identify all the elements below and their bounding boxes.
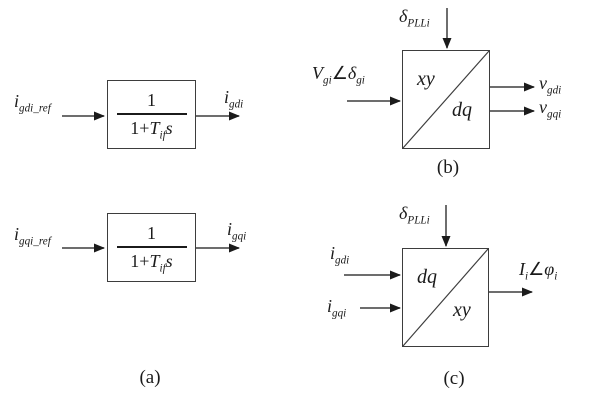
transfer-function-block-d: 1 1+Tifs [107, 80, 196, 149]
transfer-function-block-q: 1 1+Tifs [107, 213, 196, 282]
fraction-numerator: 1 [147, 223, 156, 244]
fraction-numerator: 1 [147, 90, 156, 111]
fraction-bar [116, 246, 187, 248]
fraction-denominator: 1+Tifs [130, 250, 173, 275]
label-igqi-input-c: igqi [327, 296, 347, 320]
transfer-function-fraction: 1 1+Tifs [108, 214, 195, 281]
transform-label-dq: dq [452, 99, 472, 121]
transform-label-dq: dq [417, 266, 437, 288]
transform-diagonal-line [403, 249, 488, 346]
label-delta-plli-c: δPLLi [399, 203, 430, 227]
fraction-bar [116, 113, 187, 115]
label-igqi-output: igqi [227, 219, 247, 243]
label-ii-angle-phii-output: Ii∠φi [519, 259, 558, 283]
caption-b: (b) [436, 157, 460, 178]
label-igdi-input-c: igdi [330, 243, 350, 267]
label-vgqi-output: vgqi [539, 97, 562, 121]
caption-a: (a) [139, 367, 161, 388]
caption-c: (c) [443, 368, 465, 389]
label-igdi-ref: igdi_ref [14, 91, 51, 115]
transform-label-xy: xy [417, 68, 435, 90]
transform-label-xy: xy [453, 299, 471, 321]
label-igqi-ref: igqi_ref [14, 224, 51, 248]
label-vgdi-output: vgdi [539, 73, 562, 97]
label-igdi-output: igdi [224, 87, 244, 111]
label-delta-plli-b: δPLLi [399, 6, 430, 30]
transform-block-dq2xy: dq xy [402, 248, 489, 347]
transfer-function-fraction: 1 1+Tifs [108, 81, 195, 148]
label-vgi-angle-deltagi: Vgi∠δgi [312, 63, 365, 87]
transform-diagonal-line [403, 51, 489, 148]
transform-block-xy2dq: xy dq [402, 50, 490, 149]
fraction-denominator: 1+Tifs [130, 117, 173, 142]
